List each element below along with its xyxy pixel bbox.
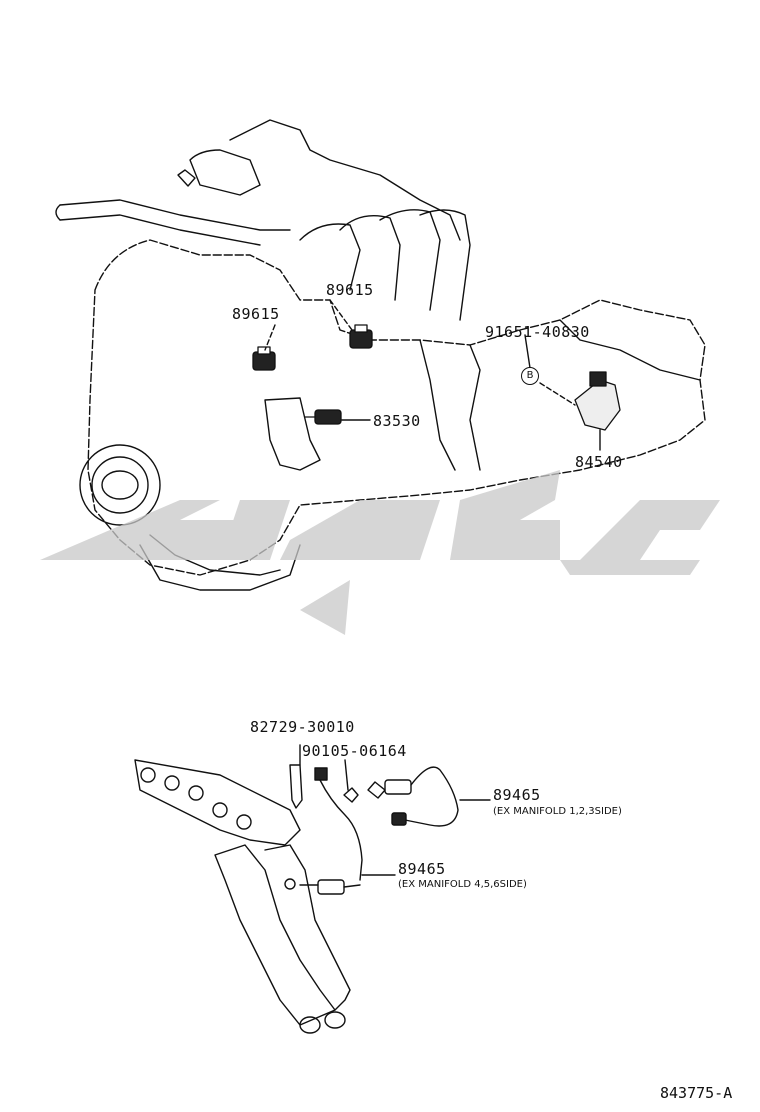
label-bolt-mark: 91651-40830 bbox=[485, 323, 590, 341]
label-crank-position-sensor: 84540 bbox=[575, 453, 623, 471]
callout-mark-b: B bbox=[521, 367, 539, 385]
o2-sensor-1 bbox=[367, 766, 459, 827]
o2-sensor-2 bbox=[299, 779, 363, 895]
label-knock-sensor-a: 89615 bbox=[326, 281, 374, 299]
crank-position-sensor bbox=[574, 371, 621, 431]
label-knock-sensor-b: 89615 bbox=[232, 305, 280, 323]
note-o2-sensor-1: (EX MANIFOLD 1,2,3SIDE) bbox=[493, 806, 622, 817]
exhaust-manifold bbox=[134, 759, 351, 1034]
label-o2-sensor-2: 89465 bbox=[398, 860, 446, 878]
knock-sensor-left bbox=[252, 346, 276, 371]
label-nut: 90105-06164 bbox=[302, 742, 407, 760]
knock-sensor-right bbox=[349, 324, 373, 349]
illustration-code: 843775-A bbox=[660, 1084, 733, 1102]
label-bracket: 82729-30010 bbox=[250, 718, 355, 736]
label-oil-pressure-switch: 83530 bbox=[373, 412, 421, 430]
label-o2-sensor-1: 89465 bbox=[493, 786, 541, 804]
oil-pressure-switch bbox=[304, 409, 342, 425]
note-o2-sensor-2: (EX MANIFOLD 4,5,6SIDE) bbox=[398, 879, 527, 890]
